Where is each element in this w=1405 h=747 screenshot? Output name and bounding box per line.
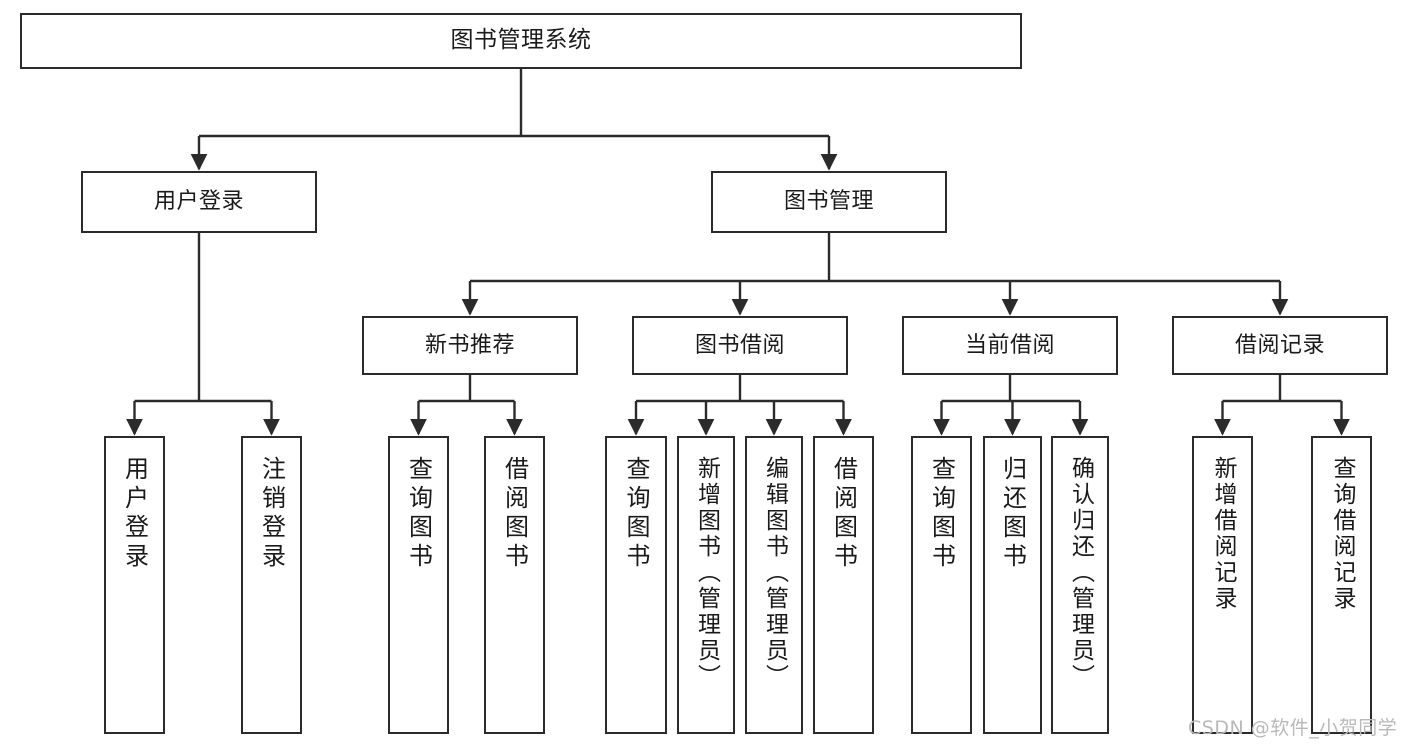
node-label: 借阅图书 <box>829 456 858 572</box>
node-label: 注销登录 <box>257 456 286 572</box>
node-label: 新增借阅记录 <box>1210 456 1236 612</box>
csdn-watermark: CSDN @软件_小贺同学 <box>1188 717 1398 739</box>
connector-bus <box>1222 375 1342 403</box>
node-label: 用户登录 <box>120 456 149 572</box>
node-leaf-return-book[interactable]: 归还图书 <box>983 436 1042 734</box>
node-label: 当前借阅 <box>964 332 1055 358</box>
node-label: 查询图书 <box>404 456 433 572</box>
connector-bus <box>470 233 1280 283</box>
node-label: 归还图书 <box>998 456 1027 572</box>
node-leaf-query-book-2[interactable]: 查询图书 <box>605 436 667 734</box>
node-current-borrow[interactable]: 当前借阅 <box>902 316 1118 375</box>
node-label: 图书管理 <box>783 189 874 215</box>
node-leaf-add-borrow-record[interactable]: 新增借阅记录 <box>1192 436 1253 734</box>
node-leaf-user-logout[interactable]: 注销登录 <box>241 436 302 734</box>
node-label: 图书借阅 <box>694 332 785 358</box>
node-label: 查询图书 <box>622 456 650 572</box>
node-label: 新书推荐 <box>424 332 515 358</box>
node-label: 用户登录 <box>153 189 244 215</box>
node-leaf-add-book-admin[interactable]: 新增图书（管理员） <box>677 436 735 734</box>
node-label: 确认归还（管理员） <box>1067 456 1094 690</box>
node-borrow-record[interactable]: 借阅记录 <box>1172 316 1388 375</box>
node-leaf-edit-book-admin[interactable]: 编辑图书（管理员） <box>745 436 803 734</box>
node-book-manage[interactable]: 图书管理 <box>711 171 947 233</box>
node-label: 查询图书 <box>927 456 956 572</box>
node-leaf-query-borrow-record[interactable]: 查询借阅记录 <box>1311 436 1372 734</box>
node-leaf-borrow-book-2[interactable]: 借阅图书 <box>813 436 874 734</box>
node-book-borrow[interactable]: 图书借阅 <box>632 316 848 375</box>
node-label: 编辑图书（管理员） <box>761 456 788 690</box>
node-label: 借阅图书 <box>500 456 529 572</box>
connector-bus <box>941 375 1080 403</box>
connector-bus <box>636 375 844 403</box>
node-root[interactable]: 图书管理系统 <box>20 13 1022 69</box>
node-label: 查询借阅记录 <box>1329 456 1355 612</box>
node-leaf-query-book-1[interactable]: 查询图书 <box>388 436 449 734</box>
node-leaf-confirm-return-admin[interactable]: 确认归还（管理员） <box>1051 436 1109 734</box>
connector-bus <box>199 69 829 138</box>
node-leaf-user-login[interactable]: 用户登录 <box>104 436 165 734</box>
connector-bus <box>134 233 272 403</box>
node-new-book-recommend[interactable]: 新书推荐 <box>362 316 578 375</box>
node-label: 图书管理系统 <box>450 27 592 54</box>
connector-bus <box>418 375 515 403</box>
node-label: 新增图书（管理员） <box>693 456 720 690</box>
node-label: 借阅记录 <box>1234 332 1325 358</box>
node-user-login[interactable]: 用户登录 <box>81 171 317 233</box>
node-leaf-borrow-book-1[interactable]: 借阅图书 <box>484 436 545 734</box>
node-leaf-query-book-3[interactable]: 查询图书 <box>911 436 972 734</box>
